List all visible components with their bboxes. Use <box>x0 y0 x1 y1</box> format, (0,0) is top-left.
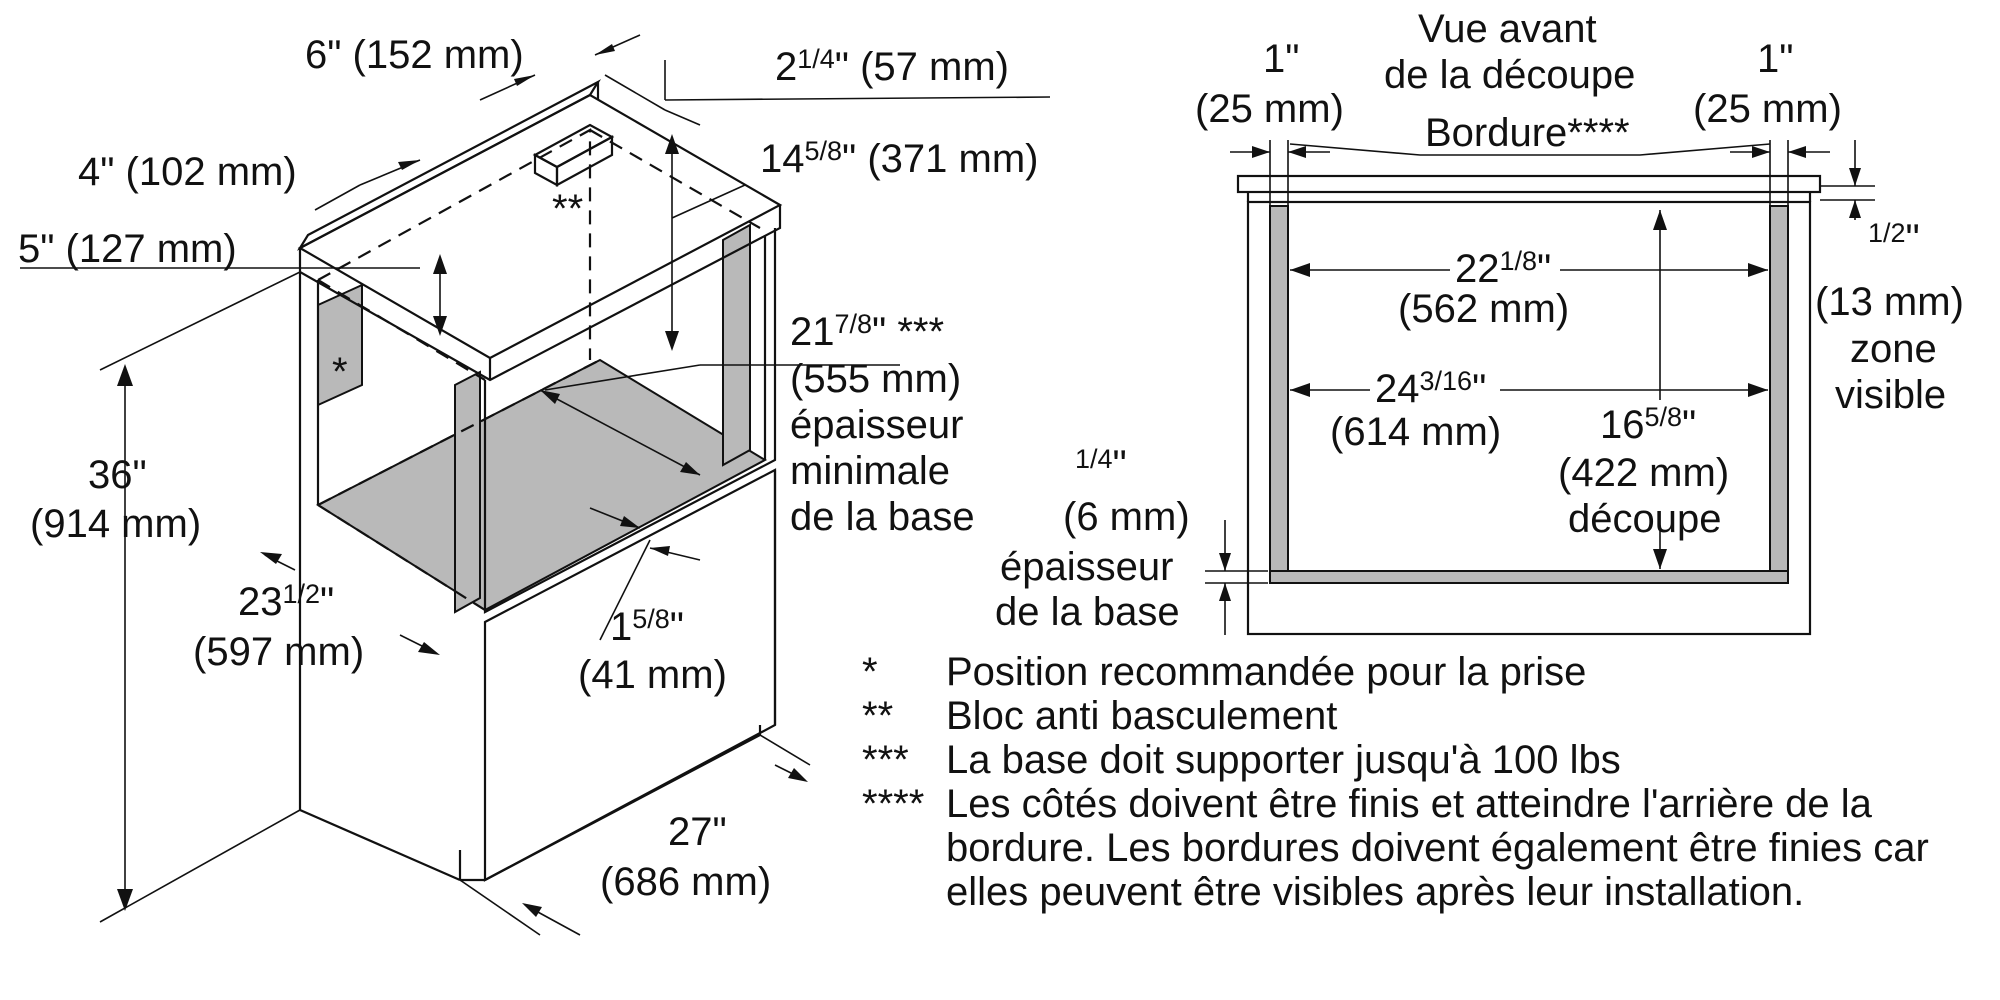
dim-16-5-8in: 165/8" <box>1600 402 1696 447</box>
footnote-text: Bloc anti basculement <box>946 694 1338 738</box>
dim-23-1-2in: 231/2" <box>238 579 334 624</box>
outlet-marker: * <box>332 350 348 394</box>
dim-2-1-4in: 21/4" (57 mm) <box>775 44 1009 89</box>
footnote-4: **** Les côtés doivent être finis et att… <box>862 782 1992 914</box>
thickness-label-2: minimale <box>790 449 950 493</box>
cabinet-outline <box>1246 200 1812 636</box>
base-thickness-2: de la base <box>995 590 1180 634</box>
cutout-title-line-2: de la découpe <box>1384 53 1635 97</box>
dim-27-mm: (686 mm) <box>600 860 771 904</box>
dim-23-1-2-mm: (597 mm) <box>193 630 364 674</box>
footnote-1: * Position recommandée pour la prise <box>862 650 1992 694</box>
cabinet-isometric-view <box>20 34 1051 936</box>
footnote-mark: ** <box>862 694 894 738</box>
dim-36-mm: (914 mm) <box>30 502 201 546</box>
cutout-front-view <box>1205 140 1875 636</box>
inner-side-wall-left <box>454 370 481 614</box>
base-shelf <box>315 358 768 612</box>
cutout-label: découpe <box>1568 497 1721 541</box>
visible-zone-2: visible <box>1835 373 1946 417</box>
dim-1in-right-mm: (25 mm) <box>1693 87 1842 131</box>
cutout-title-line-1: Vue avant <box>1418 7 1597 51</box>
footnote-mark: *** <box>862 738 909 782</box>
dim-1-4-mm: (6 mm) <box>1063 495 1190 539</box>
dim-36in: 36" <box>88 453 147 497</box>
thickness-label-3: de la base <box>790 495 975 539</box>
dim-1-5-8in: 15/8" <box>610 604 684 649</box>
footnote-2: ** Bloc anti basculement <box>862 694 1992 738</box>
side-panel-right <box>1769 205 1789 582</box>
footnote-text: La base doit supporter jusqu'à 100 lbs <box>946 738 1621 782</box>
base-panel <box>1269 570 1789 584</box>
dim-27in: 27" <box>668 810 727 854</box>
dim-14-5-8in: 145/8" (371 mm) <box>760 136 1039 181</box>
countertop <box>297 93 783 360</box>
dim-1in-left: 1" <box>1263 37 1299 81</box>
bordure-label: Bordure**** <box>1425 111 1630 155</box>
dim-21-7-8-mm: (555 mm) <box>790 357 961 401</box>
dim-16-5-8-mm: (422 mm) <box>1558 451 1729 495</box>
dim-24-3-16in: 243/16" <box>1375 366 1486 411</box>
footnote-text: Position recommandée pour la prise <box>946 650 1587 694</box>
footnote-mark: * <box>862 650 878 694</box>
footnote-3: *** La base doit supporter jusqu'à 100 l… <box>862 738 1992 782</box>
dim-6in: 6" (152 mm) <box>305 33 524 77</box>
dim-1-2-mm: (13 mm) <box>1815 280 1964 324</box>
footnote-mark: **** <box>862 782 925 826</box>
dim-1in-left-mm: (25 mm) <box>1195 87 1344 131</box>
thickness-label-1: épaisseur <box>790 403 963 447</box>
dim-1-2in: 1/2" <box>1868 217 1920 261</box>
dim-22-1-8in: 221/8" <box>1455 246 1551 291</box>
side-panel-left <box>1269 205 1289 582</box>
countertop-front <box>1236 174 1822 194</box>
footnote-text: Les côtés doivent être finis et atteindr… <box>946 782 1929 914</box>
dim-21-7-8in: 217/8" *** <box>790 309 944 354</box>
base-thickness-1: épaisseur <box>1000 545 1173 589</box>
dim-22-1-8-mm: (562 mm) <box>1398 287 1569 331</box>
dim-5in: 5" (127 mm) <box>18 227 237 271</box>
visible-zone-1: zone <box>1850 327 1937 371</box>
dim-4in: 4" (102 mm) <box>78 150 297 194</box>
anti-tip-marker: ** <box>552 187 583 231</box>
dim-1-4in: 1/4" <box>1075 443 1127 487</box>
inner-side-wall-right <box>722 223 751 467</box>
dim-1in-right: 1" <box>1757 37 1793 81</box>
footnotes: * Position recommandée pour la prise ** … <box>862 650 1992 914</box>
dim-24-3-16-mm: (614 mm) <box>1330 410 1501 454</box>
dim-1-5-8-mm: (41 mm) <box>578 653 727 697</box>
